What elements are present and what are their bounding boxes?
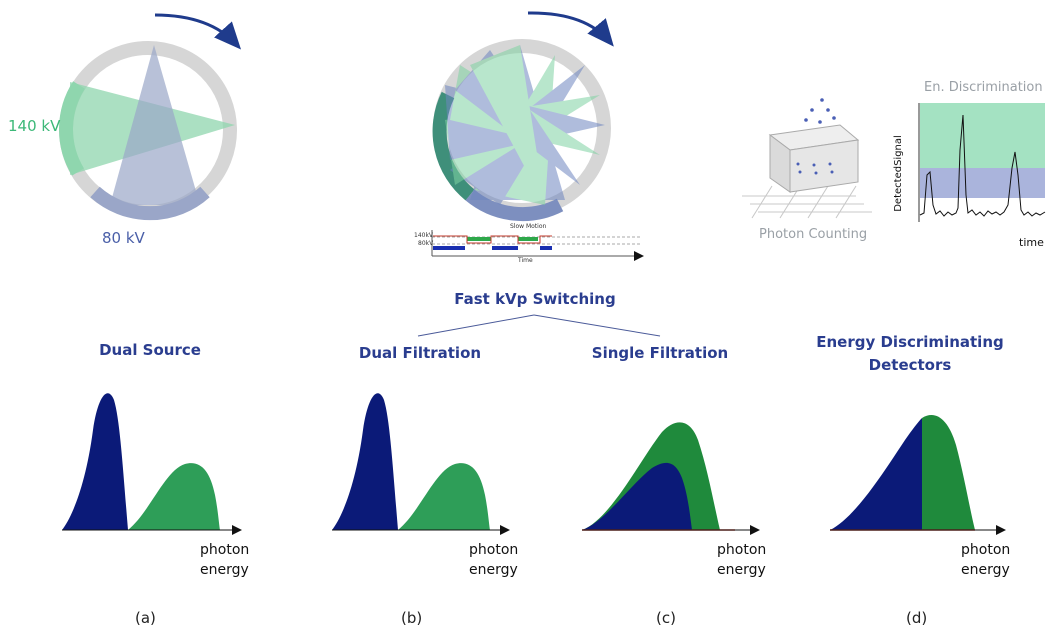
spectrum-b <box>332 393 510 535</box>
low-energy-spectrum <box>62 393 128 530</box>
axis-label-a-line1: photon <box>200 542 250 558</box>
kv-low-label: 80 kV <box>102 229 145 247</box>
slow-motion-title: Slow Motion <box>510 223 547 230</box>
dual-source-heading: Dual Source <box>99 341 201 359</box>
axis-label-c-line2: energy <box>717 562 766 578</box>
fast-kvp-connector <box>417 314 661 337</box>
detected-signal-label: DetectedSignal <box>892 135 904 212</box>
en-discrimination-title: En. Discrimination <box>924 80 1043 95</box>
axis-label-d-line2: energy <box>961 562 1010 578</box>
panel-label-d: (d) <box>906 609 928 627</box>
spectrum-c <box>582 422 760 535</box>
rotation-arrow <box>154 13 242 50</box>
photon-counting-detector <box>742 98 872 219</box>
panel-label-a: (a) <box>135 609 156 627</box>
kvp-switching-gantry <box>432 11 614 222</box>
axis-label-b-line2: energy <box>469 562 518 578</box>
dual-filtration-heading: Dual Filtration <box>358 344 482 362</box>
panel-label-c: (c) <box>656 609 676 627</box>
high-energy-spectrum <box>128 463 220 530</box>
slow-time-label: Time <box>518 257 533 264</box>
photon-counting-label: Photon Counting <box>759 227 868 242</box>
dual-source-gantry <box>59 13 242 221</box>
spectrum-d <box>830 415 1006 535</box>
single-filtration-heading: Single Filtration <box>591 344 729 362</box>
axis-label-d-line1: photon <box>961 542 1011 558</box>
high-energy-spectrum <box>398 463 490 530</box>
axis-label-b-line1: photon <box>469 542 519 558</box>
kv-high-label: 140 kV <box>8 117 61 135</box>
low-kv-beam <box>110 45 200 205</box>
slow-140-label: 140kV <box>414 232 434 239</box>
low-energy-spectrum <box>332 393 398 530</box>
axis-label-a-line2: energy <box>200 562 249 578</box>
slow-motion-waveform <box>431 230 644 261</box>
high-energy-bin <box>922 415 975 530</box>
rotation-arrow <box>527 11 614 47</box>
energy-discriminating-heading-line2: Detectors <box>868 356 952 374</box>
low-energy-spectrum <box>582 462 692 530</box>
fast-kvp-heading: Fast kVp Switching <box>454 290 616 308</box>
panel-label-b: (b) <box>401 609 423 627</box>
spectrum-a <box>62 393 242 535</box>
low-energy-bin <box>830 418 922 530</box>
energy-discrimination-plot <box>918 103 1046 222</box>
slow-80-label: 80kV <box>418 240 434 247</box>
energy-discriminating-heading-line1: Energy Discriminating <box>816 333 1004 351</box>
time-axis-label: time <box>1019 236 1044 249</box>
axis-label-c-line1: photon <box>717 542 767 558</box>
